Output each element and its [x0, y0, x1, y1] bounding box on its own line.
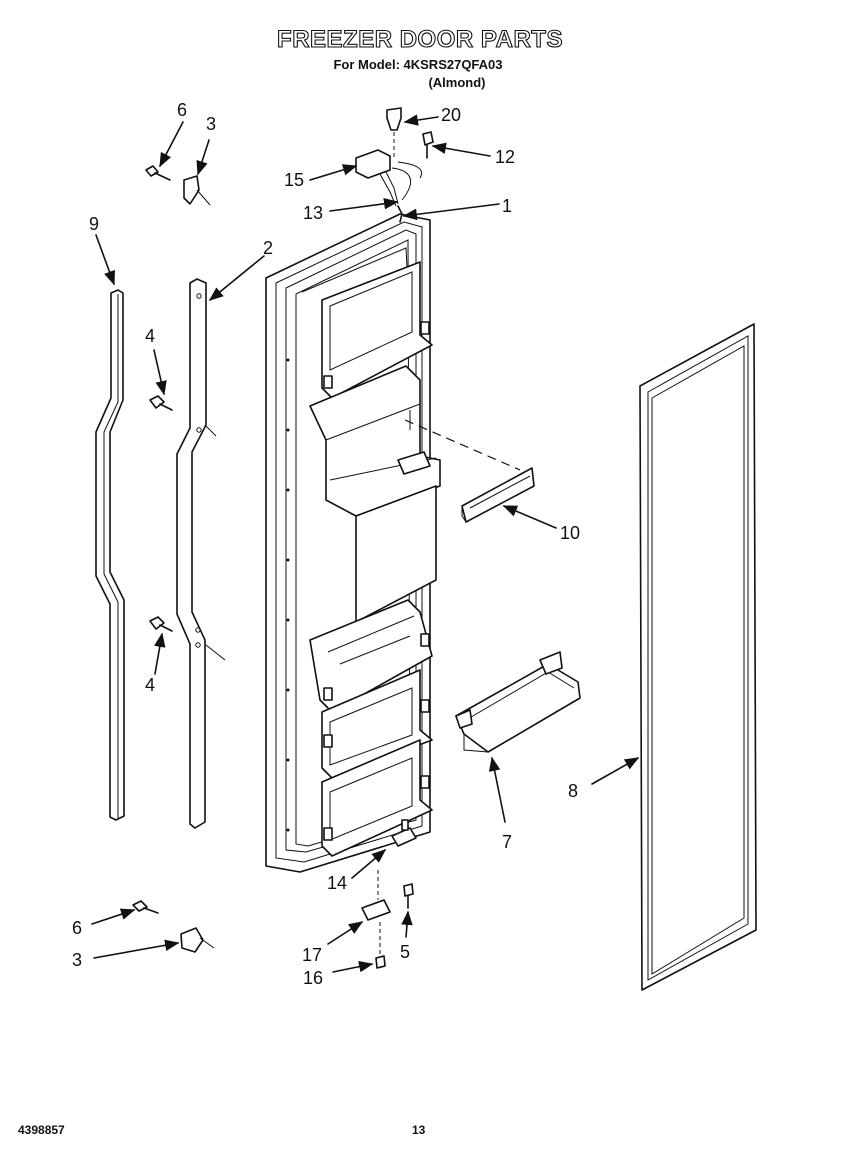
color-line: (Almond) [428, 75, 485, 90]
model-line: For Model: 4KSRS27QFA03 [333, 57, 502, 72]
door-rivets [286, 358, 290, 832]
part-17-hinge-block [361, 870, 391, 921]
document-number: 4398857 [18, 1123, 65, 1137]
callout-3-bottom: 3 [72, 950, 82, 970]
callout-6-bottom: 6 [72, 918, 82, 938]
page-number: 13 [412, 1123, 426, 1137]
part-4-screw-lower [149, 616, 173, 632]
callout-12: 12 [495, 147, 515, 167]
part-9-trim-strip [95, 289, 125, 821]
part-3-hinge-cover-top [183, 175, 211, 206]
callout-1: 1 [502, 196, 512, 216]
part-7-door-bin [455, 651, 581, 753]
part-20-plug [386, 107, 402, 160]
callout-3-top: 3 [206, 114, 216, 134]
page-title: FREEZER DOOR PARTS [277, 26, 563, 53]
part-8-door-gasket [639, 323, 757, 991]
leader-lines [91, 114, 640, 973]
callout-13: 13 [303, 203, 323, 223]
part-4-screw-upper [149, 395, 173, 411]
part-6-screw-bottom [132, 900, 159, 914]
leader-dash-10 [404, 419, 521, 471]
callout-10: 10 [560, 523, 580, 543]
callout-8: 8 [568, 781, 578, 801]
part-16-screw [375, 922, 386, 969]
callout-4-upper: 4 [145, 326, 155, 346]
part-1-freezer-door [265, 213, 441, 873]
part-2-handle-trim [176, 278, 226, 829]
callout-16: 16 [303, 968, 323, 988]
callout-20: 20 [441, 105, 461, 125]
part-13-wire-harness [397, 205, 403, 223]
callout-6-top: 6 [177, 100, 187, 120]
callout-4-lower: 4 [145, 675, 155, 695]
part-5-screw [403, 883, 414, 909]
callout-2: 2 [263, 238, 273, 258]
part-14-hinge-pin [391, 819, 417, 847]
part-10-dispenser-trim [461, 467, 535, 523]
callout-9: 9 [89, 214, 99, 234]
part-15-connector [355, 149, 422, 207]
callout-14: 14 [327, 873, 347, 893]
part-3-hinge-cover-bottom [180, 927, 215, 953]
callout-15: 15 [284, 170, 304, 190]
part-12-screw [422, 131, 434, 159]
callout-7: 7 [502, 832, 512, 852]
part-6-screw-top [145, 165, 171, 181]
callout-5: 5 [400, 942, 410, 962]
callout-17: 17 [302, 945, 322, 965]
